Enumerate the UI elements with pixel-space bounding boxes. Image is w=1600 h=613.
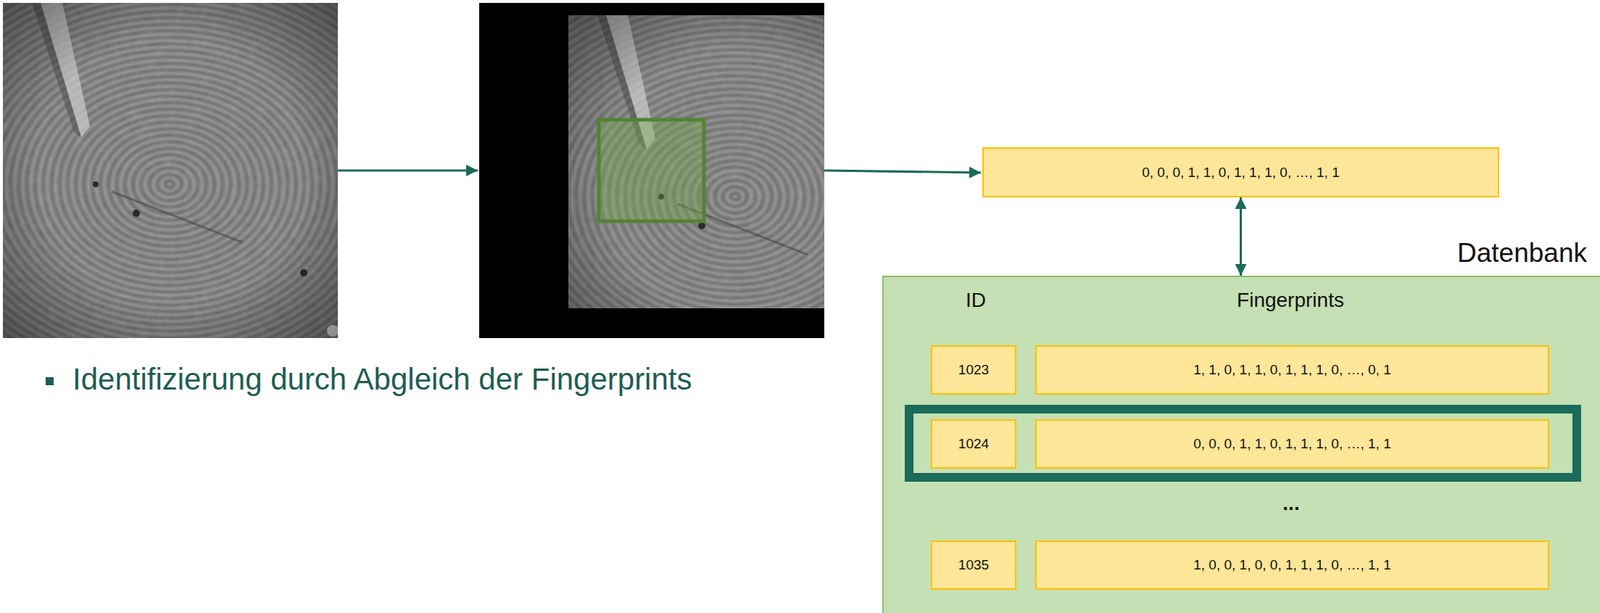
flow-arrow — [337, 169, 478, 172]
cell-text: 1, 1, 0, 1, 1, 0, 1, 1, 1, 0, …, 0, 1 — [1193, 361, 1392, 378]
id-cell: 1035 — [930, 540, 1017, 590]
cell-text: 1024 — [958, 435, 989, 452]
cell-text: 1, 0, 0, 1, 0, 0, 1, 1, 1, 0, …, 1, 1 — [1193, 556, 1392, 573]
ellipsis: ... — [1282, 491, 1300, 515]
column-header: Fingerprints — [1236, 288, 1345, 312]
column-header: ID — [965, 288, 986, 312]
fingerprint-image — [2, 2, 339, 338]
id-cell: 1023 — [930, 345, 1017, 395]
connector-arrow — [1239, 197, 1242, 276]
flow-arrow — [824, 170, 981, 173]
cell-text: 1035 — [958, 556, 989, 573]
fingerprint-vector: 0, 0, 0, 1, 1, 0, 1, 1, 1, 0, …, 1, 1 — [982, 147, 1500, 198]
shifted-fingerprint-image — [568, 15, 825, 309]
fingerprint-cell: 1, 1, 0, 1, 1, 0, 1, 1, 1, 0, …, 0, 1 — [1035, 345, 1550, 395]
database-title: Datenbank — [1457, 237, 1587, 269]
region-of-interest — [598, 119, 704, 222]
database-panel: DatenbankIDFingerprints...10231, 1, 0, 1… — [882, 275, 1600, 613]
fingerprint-cell: 0, 0, 0, 1, 1, 0, 1, 1, 1, 0, …, 1, 1 — [1035, 419, 1550, 469]
bullet-square — [45, 376, 54, 385]
cell-text: 0, 0, 0, 1, 1, 0, 1, 1, 1, 0, …, 1, 1 — [1193, 435, 1392, 452]
cell-text: 1023 — [958, 361, 989, 378]
bullet-text: Identifizierung durch Abgleich der Finge… — [72, 361, 692, 397]
fingerprint-cell: 1, 0, 0, 1, 0, 0, 1, 1, 1, 0, …, 1, 1 — [1035, 540, 1550, 590]
cell-text: 0, 0, 0, 1, 1, 0, 1, 1, 1, 0, …, 1, 1 — [1141, 164, 1340, 181]
id-cell: 1024 — [930, 419, 1017, 469]
